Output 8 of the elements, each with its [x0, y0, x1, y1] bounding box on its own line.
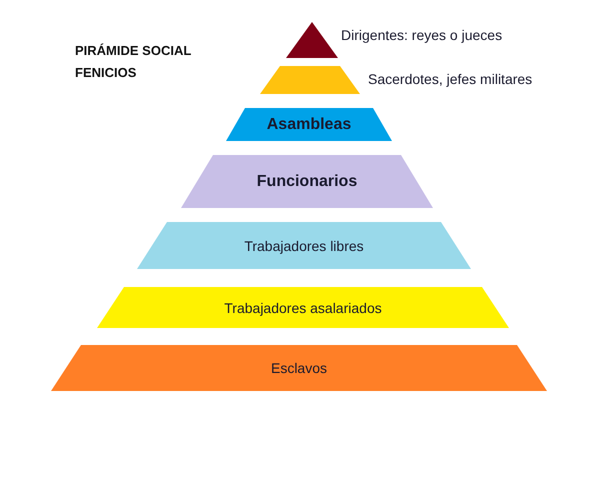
- tier-label: Asambleas: [266, 116, 352, 134]
- tier-label: Trabajadores libres: [244, 238, 364, 254]
- tier-caption: Sacerdotes, jefes militares: [368, 71, 532, 87]
- diagram-title: PIRÁMIDE SOCIAL FENICIOS: [75, 42, 192, 82]
- tier-label: Esclavos: [270, 360, 328, 376]
- tier-caption: Dirigentes: reyes o jueces: [341, 27, 502, 43]
- tier-label: Funcionarios: [256, 172, 358, 190]
- tier-label: Trabajadores asalariados: [224, 300, 382, 316]
